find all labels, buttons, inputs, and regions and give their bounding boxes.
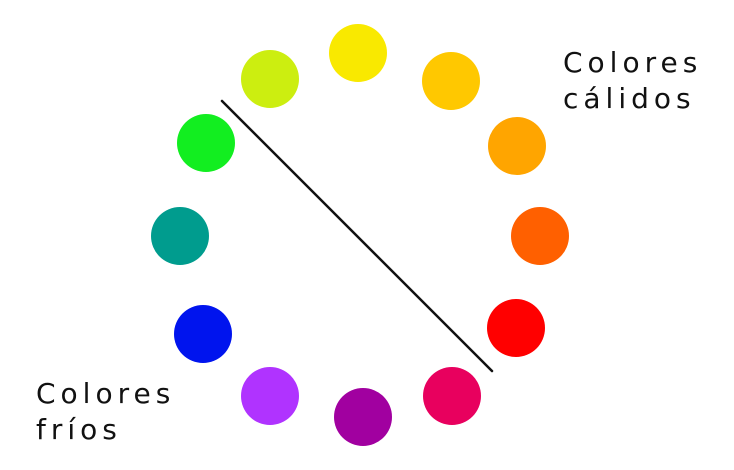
- green-color-swatch: [177, 114, 235, 172]
- orange-yellow-color-swatch: [488, 117, 546, 175]
- yellow-green-color-swatch: [241, 50, 299, 108]
- orange-color-swatch: [511, 207, 569, 265]
- cool-colors-label-line-2: fríos: [36, 413, 122, 446]
- cool-colors-label: Colores fríos: [36, 376, 175, 448]
- warm-colors-label-line-2: cálidos: [563, 82, 696, 115]
- violet-color-swatch: [334, 388, 392, 446]
- warm-colors-label: Colores cálidos: [563, 45, 702, 117]
- yellow-color-swatch: [329, 24, 387, 82]
- warm-cool-divider-line: [220, 99, 494, 373]
- blue-violet-color-swatch: [241, 367, 299, 425]
- red-violet-color-swatch: [423, 367, 481, 425]
- red-color-swatch: [487, 299, 545, 357]
- cool-colors-label-line-1: Colores: [36, 377, 176, 410]
- blue-color-swatch: [174, 305, 232, 363]
- blue-green-color-swatch: [151, 207, 209, 265]
- warm-colors-label-line-1: Colores: [563, 46, 703, 79]
- yellow-orange-color-swatch: [422, 52, 480, 110]
